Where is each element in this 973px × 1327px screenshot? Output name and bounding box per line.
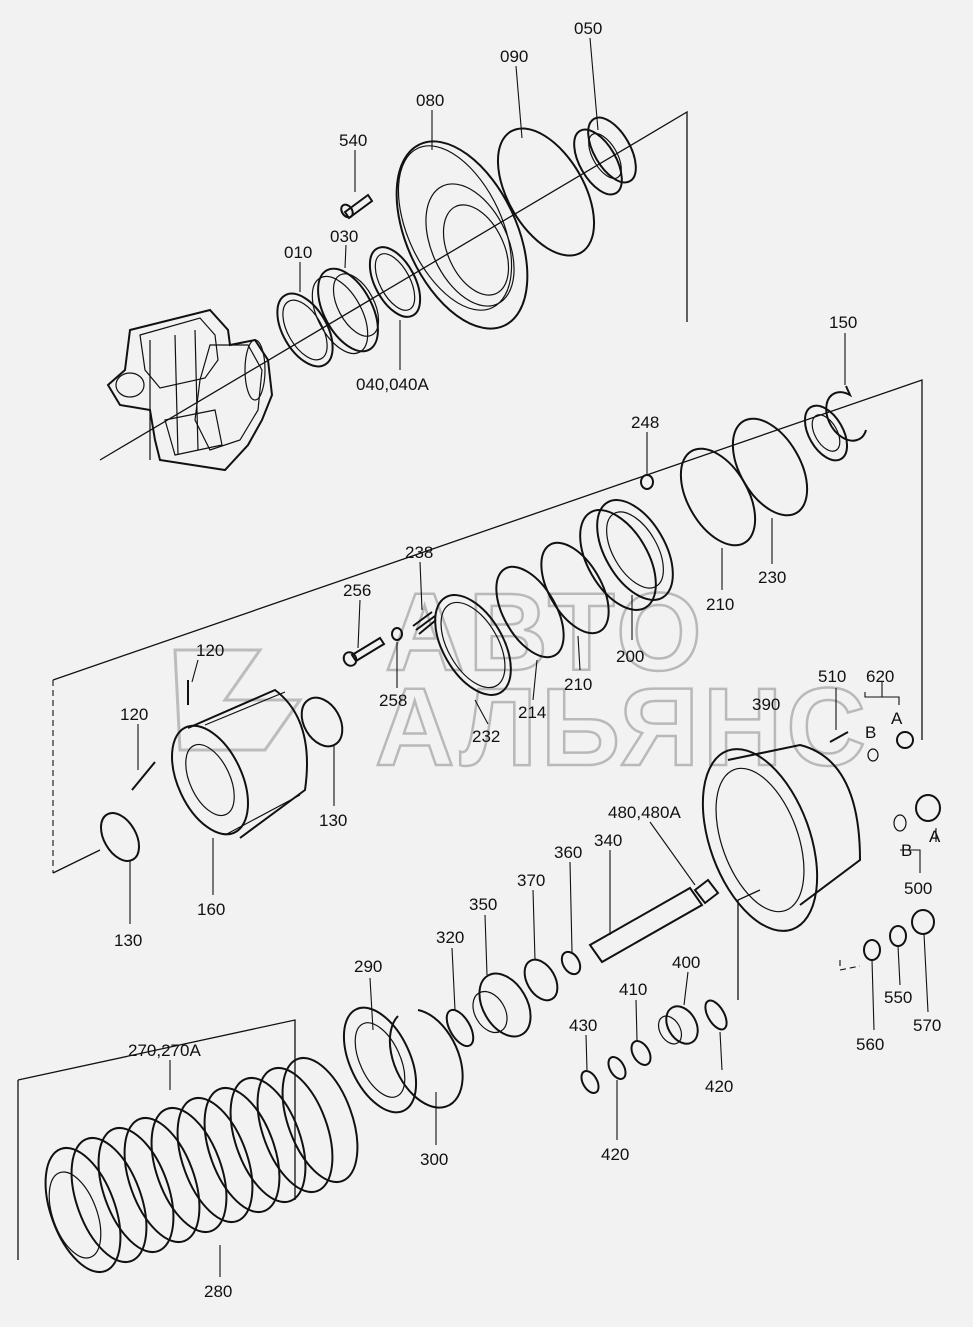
label-030: 030 bbox=[330, 227, 358, 246]
group-frames bbox=[17, 110, 923, 1260]
label-256: 256 bbox=[343, 581, 371, 600]
leader-lines bbox=[129, 37, 937, 1277]
label-090: 090 bbox=[500, 47, 528, 66]
part-130-oring-left bbox=[100, 812, 140, 862]
label-290: 290 bbox=[354, 957, 382, 976]
label-238: 238 bbox=[405, 543, 433, 562]
steering-knuckle bbox=[106, 308, 274, 472]
label-010: 010 bbox=[284, 243, 312, 262]
label-420-lower: 420 bbox=[601, 1145, 629, 1164]
part-420-430-rings bbox=[580, 1056, 627, 1094]
label-360: 360 bbox=[554, 843, 582, 862]
part-090-oring bbox=[496, 127, 596, 257]
part-258-washer bbox=[391, 627, 403, 641]
label-130-left: 130 bbox=[114, 931, 142, 950]
part-560-550-570 bbox=[863, 909, 935, 961]
part-238-spring bbox=[412, 611, 437, 635]
label-390: 390 bbox=[752, 695, 780, 714]
label-370: 370 bbox=[517, 871, 545, 890]
part-210-oring bbox=[679, 447, 757, 547]
label-B-upper: B bbox=[865, 723, 876, 742]
label-230: 230 bbox=[758, 568, 786, 587]
watermark: АВТО АЛЬЯНС bbox=[173, 570, 870, 790]
label-210-lower: 210 bbox=[564, 675, 592, 694]
label-480: 480,480A bbox=[608, 803, 681, 822]
part-370-circlip bbox=[523, 958, 559, 1002]
label-550: 550 bbox=[884, 988, 912, 1007]
part-nut bbox=[803, 404, 849, 462]
clutch-pack bbox=[44, 1056, 359, 1274]
part-410-gear bbox=[630, 1040, 652, 1066]
part-540-bolt bbox=[340, 193, 374, 220]
label-410: 410 bbox=[619, 980, 647, 999]
part-210b-oring bbox=[540, 541, 610, 635]
part-160-housing bbox=[171, 688, 308, 839]
label-400: 400 bbox=[672, 953, 700, 972]
label-130-right: 130 bbox=[319, 811, 347, 830]
label-320: 320 bbox=[436, 928, 464, 947]
part-120-pins bbox=[131, 680, 189, 791]
label-120-upper: 120 bbox=[196, 641, 224, 660]
label-300: 300 bbox=[420, 1150, 448, 1169]
label-150: 150 bbox=[829, 313, 857, 332]
part-500-plugs bbox=[893, 794, 941, 832]
label-540: 540 bbox=[339, 131, 367, 150]
label-270: 270,270A bbox=[128, 1041, 201, 1060]
part-200-piston bbox=[579, 499, 674, 611]
part-620-plugs bbox=[867, 731, 914, 762]
part-480-washer bbox=[693, 878, 720, 905]
part-390-carrier bbox=[701, 743, 862, 932]
label-A-upper: A bbox=[891, 709, 903, 728]
part-350-gear bbox=[472, 972, 532, 1038]
label-248: 248 bbox=[631, 413, 659, 432]
part-050-bearing bbox=[573, 116, 637, 196]
part-420-ring-right bbox=[704, 999, 728, 1031]
label-570: 570 bbox=[913, 1016, 941, 1035]
part-130-oring-right bbox=[300, 696, 344, 748]
label-200: 200 bbox=[616, 647, 644, 666]
label-620: 620 bbox=[866, 667, 894, 686]
label-560: 560 bbox=[856, 1035, 884, 1054]
part-150-circlip bbox=[825, 385, 867, 442]
label-350: 350 bbox=[469, 895, 497, 914]
label-510: 510 bbox=[818, 667, 846, 686]
label-280: 280 bbox=[204, 1282, 232, 1301]
part-080-hub bbox=[395, 140, 529, 330]
label-050: 050 bbox=[574, 19, 602, 38]
watermark-line2: АЛЬЯНС bbox=[375, 666, 870, 789]
part-290-plate bbox=[342, 1006, 418, 1114]
label-500: 500 bbox=[904, 879, 932, 898]
part-214-ring bbox=[495, 565, 565, 659]
label-A-lower: A bbox=[929, 827, 941, 846]
label-258: 258 bbox=[379, 691, 407, 710]
part-232-plate bbox=[434, 594, 512, 696]
label-232: 232 bbox=[472, 727, 500, 746]
part-010 bbox=[276, 292, 334, 368]
label-040: 040,040A bbox=[356, 375, 429, 394]
part-340-shaft bbox=[588, 886, 704, 964]
part-256-bolt bbox=[342, 636, 386, 667]
label-080: 080 bbox=[416, 91, 444, 110]
label-120-lower: 120 bbox=[120, 705, 148, 724]
label-160: 160 bbox=[197, 900, 225, 919]
label-210-upper: 210 bbox=[706, 595, 734, 614]
part-510-bolt bbox=[829, 731, 849, 743]
part-320-ring bbox=[445, 1008, 475, 1048]
part-040 bbox=[368, 246, 422, 318]
label-420-right: 420 bbox=[705, 1077, 733, 1096]
label-340: 340 bbox=[594, 831, 622, 850]
part-030 bbox=[311, 267, 380, 355]
part-400-gear bbox=[657, 1005, 699, 1045]
label-430: 430 bbox=[569, 1016, 597, 1035]
label-214: 214 bbox=[518, 703, 546, 722]
part-248-plug bbox=[640, 474, 654, 490]
part-360-ring bbox=[560, 950, 582, 976]
part-labels: 050 090 080 540 010 030 040,040A 150 248… bbox=[114, 19, 941, 1301]
label-B-lower: B bbox=[901, 841, 912, 860]
part-300-circlip bbox=[388, 1009, 464, 1109]
